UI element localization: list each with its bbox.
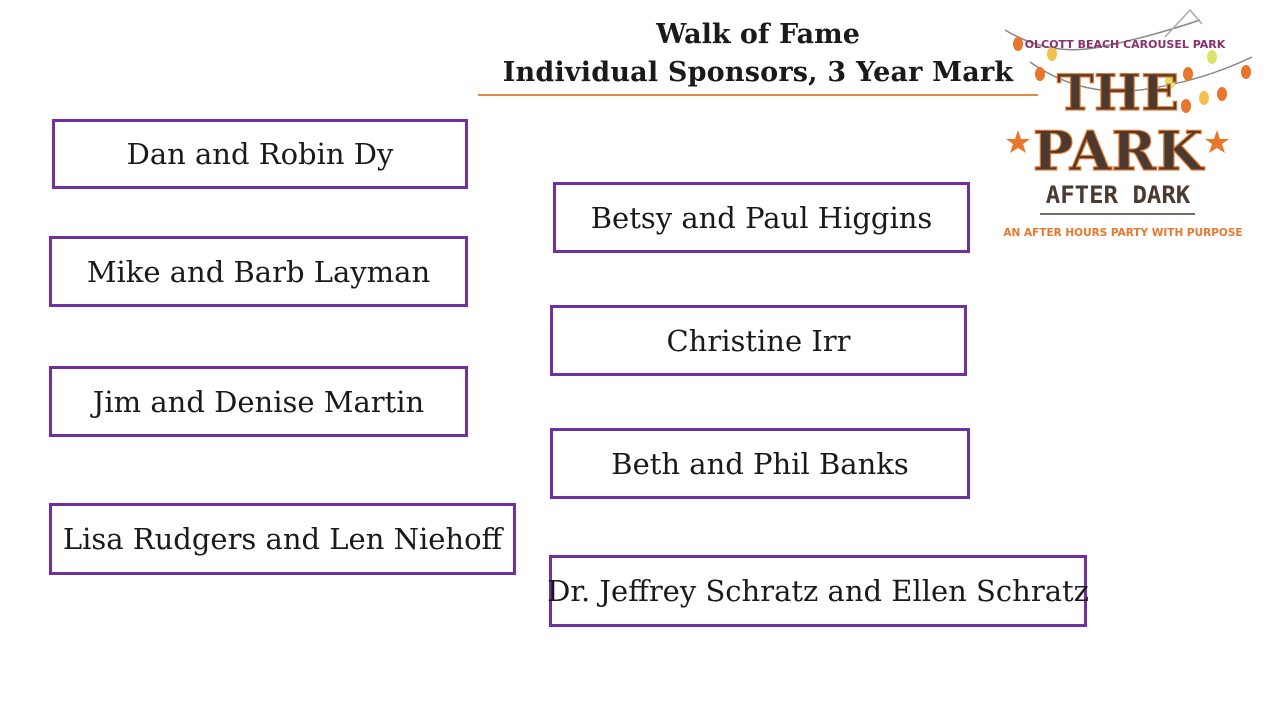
logo-top-text: OLCOTT BEACH CAROUSEL PARK: [1025, 38, 1226, 51]
logo-line-1: THE: [1057, 63, 1180, 122]
star-icon: [1006, 130, 1030, 153]
title-line-1: Walk of Fame: [656, 19, 860, 50]
logo-tagline: AN AFTER HOURS PARTY WITH PURPOSE: [1003, 227, 1242, 239]
title-underline: [478, 94, 1038, 96]
sponsor-box: Beth and Phil Banks: [550, 428, 970, 499]
sponsor-box: Christine Irr: [550, 305, 967, 376]
park-after-dark-logo: OLCOTT BEACH CAROUSEL PARK THE PARK AFTE…: [1003, 8, 1253, 239]
logo-line-3: AFTER DARK: [1046, 181, 1191, 209]
slide-title: Walk of Fame Individual Sponsors, 3 Year…: [478, 16, 1038, 92]
sponsor-box: Jim and Denise Martin: [49, 366, 468, 437]
title-line-2: Individual Sponsors, 3 Year Mark: [502, 57, 1014, 88]
sponsor-box: Mike and Barb Layman: [49, 236, 468, 307]
sponsor-box: Dr. Jeffrey Schratz and Ellen Schratz: [547, 555, 1089, 627]
sponsor-box: Lisa Rudgers and Len Niehoff: [49, 503, 516, 575]
sponsor-box: Betsy and Paul Higgins: [553, 182, 970, 253]
sponsor-box: Dan and Robin Dy: [52, 119, 468, 189]
logo-line-2: PARK: [1033, 119, 1205, 183]
string-lights-icon: [1013, 37, 1251, 113]
star-icon: [1205, 130, 1229, 153]
